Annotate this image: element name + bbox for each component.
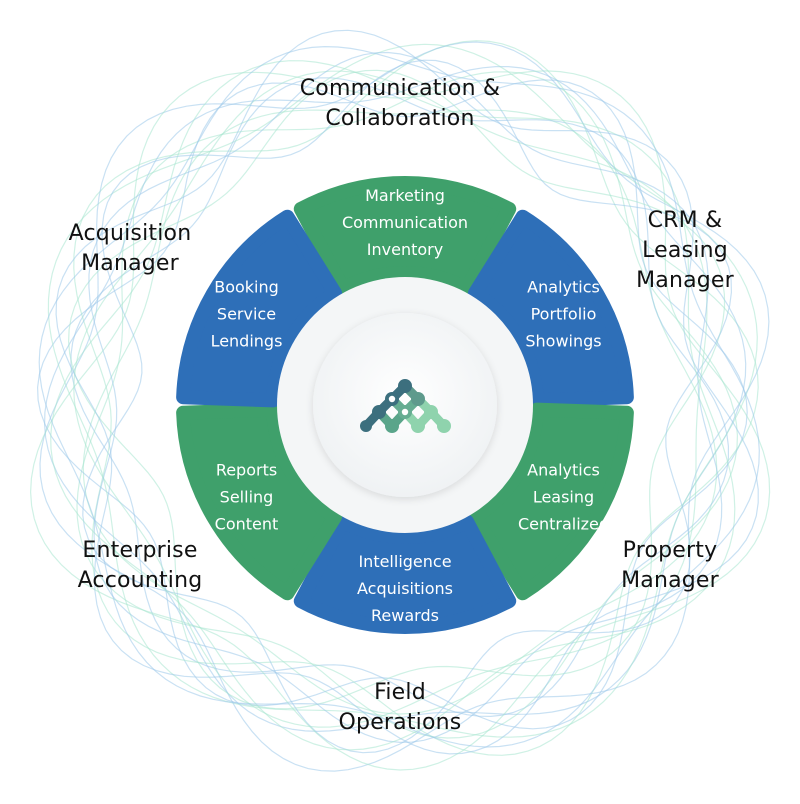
ribbon-strand bbox=[55, 29, 759, 755]
label-enterprise-accounting: Enterprise Accounting bbox=[45, 536, 235, 596]
segment-shape bbox=[293, 514, 517, 634]
segment-item-label: Selling bbox=[220, 488, 274, 507]
segment-shape bbox=[467, 402, 634, 601]
logo-node bbox=[437, 419, 451, 433]
label-line: CRM & bbox=[647, 208, 723, 233]
ribbon-strand bbox=[82, 59, 733, 754]
logo-node bbox=[360, 420, 372, 432]
label-line: Accounting bbox=[77, 568, 203, 593]
label-crm-leasing-manager: CRM & Leasing Manager bbox=[600, 206, 770, 296]
segment-shape bbox=[293, 176, 517, 296]
segment-item-label: Analytics bbox=[527, 461, 600, 480]
logo-node bbox=[372, 405, 386, 419]
ribbon-strand bbox=[38, 45, 760, 748]
label-acquisition-manager: Acquisition Manager bbox=[40, 219, 220, 279]
ribbon-strand bbox=[67, 69, 726, 710]
label-line: Communication & bbox=[299, 76, 501, 101]
ribbon-strand bbox=[47, 43, 758, 738]
ribbon-strand bbox=[29, 70, 771, 771]
ribbon-strand bbox=[39, 41, 770, 772]
logo-node bbox=[398, 379, 412, 393]
label-line: Manager bbox=[81, 251, 179, 276]
logo-node bbox=[385, 419, 399, 433]
segment-item-label: Inventory bbox=[367, 240, 443, 259]
segments-ring: MarketingCommunicationInventoryAnalytics… bbox=[176, 176, 634, 634]
ribbon-strand bbox=[82, 109, 718, 715]
label-line: Field bbox=[374, 680, 426, 705]
label-field-operations: Field Operations bbox=[300, 678, 500, 738]
label-line: Leasing bbox=[642, 238, 728, 263]
segment-shape bbox=[176, 402, 343, 601]
ribbon-strand bbox=[73, 70, 708, 728]
segment-item-label: Rewards bbox=[371, 606, 439, 625]
segment-item-label: Reports bbox=[216, 461, 277, 480]
segment-item-label: Marketing bbox=[365, 186, 445, 205]
label-property-manager: Property Manager bbox=[585, 536, 755, 596]
segment-item-label: Communication bbox=[342, 213, 468, 232]
label-line: Enterprise bbox=[82, 538, 198, 563]
segment-item-label: Lendings bbox=[211, 332, 283, 351]
label-communication-collaboration: Communication & Collaboration bbox=[250, 74, 550, 134]
segment-shape bbox=[467, 209, 634, 408]
segment-item-label: Intelligence bbox=[358, 552, 451, 571]
ribbon-strand bbox=[36, 79, 748, 730]
segment-item-label: Showings bbox=[525, 332, 601, 351]
logo-node bbox=[424, 405, 438, 419]
decorative-ribbons bbox=[29, 29, 771, 772]
label-line: Manager bbox=[621, 568, 719, 593]
logo-node bbox=[411, 419, 425, 433]
segment-item-label: Leasing bbox=[533, 488, 594, 507]
segment-item-label: Content bbox=[215, 515, 279, 534]
network-triangle-logo bbox=[360, 379, 451, 433]
segment-item-label: Analytics bbox=[527, 278, 600, 297]
label-line: Collaboration bbox=[325, 106, 475, 131]
label-line: Property bbox=[622, 538, 718, 563]
logo-node-hole bbox=[388, 395, 396, 403]
logo-node bbox=[411, 392, 425, 406]
label-line: Manager bbox=[636, 268, 734, 293]
segment-item-label: Booking bbox=[214, 278, 279, 297]
segment-item-label: Service bbox=[217, 305, 276, 324]
segment-item-label: Centralized bbox=[518, 515, 609, 534]
ribbon-strand bbox=[73, 40, 759, 756]
label-line: Operations bbox=[338, 710, 462, 735]
logo-node-hole bbox=[401, 408, 409, 416]
ribbon-strand bbox=[43, 66, 747, 733]
ribbon-strand bbox=[76, 71, 739, 739]
ribbon-strand bbox=[88, 51, 723, 744]
segment-item-label: Portfolio bbox=[531, 305, 597, 324]
ribbon-strand bbox=[50, 60, 736, 751]
center-hub bbox=[277, 277, 533, 533]
segment-item-label: Acquisitions bbox=[357, 579, 453, 598]
segment-shape bbox=[176, 209, 343, 408]
ribbon-strand bbox=[70, 77, 729, 718]
label-line: Acquisition bbox=[68, 221, 192, 246]
